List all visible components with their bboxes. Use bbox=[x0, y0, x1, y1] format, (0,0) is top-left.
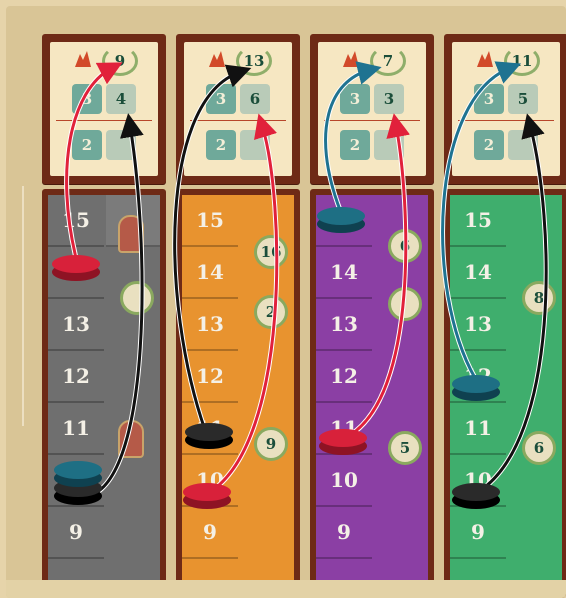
token-red[interactable] bbox=[183, 483, 231, 509]
token-red[interactable] bbox=[52, 255, 100, 281]
token-teal[interactable] bbox=[54, 461, 102, 487]
token-teal[interactable] bbox=[452, 375, 500, 401]
token-black[interactable] bbox=[185, 423, 233, 449]
token-black[interactable] bbox=[452, 483, 500, 509]
token-red[interactable] bbox=[319, 429, 367, 455]
token-teal[interactable] bbox=[317, 207, 365, 233]
